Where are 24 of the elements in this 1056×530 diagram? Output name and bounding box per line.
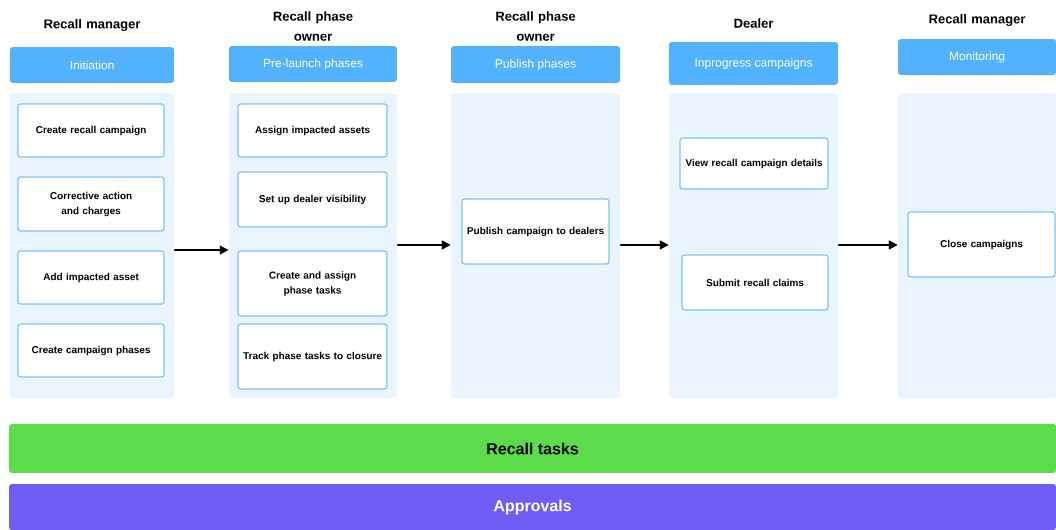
- phase-header: Initiation: [10, 47, 174, 83]
- task-box: Corrective action and charges: [17, 176, 165, 232]
- task-box: Create recall campaign: [17, 103, 165, 158]
- role-title: Recall phase owner: [273, 11, 353, 41]
- phase-header: Monitoring: [898, 39, 1056, 75]
- phase-header: Publish phases: [451, 46, 620, 83]
- band-bar: Approvals: [9, 484, 1056, 530]
- task-box: Set up dealer visibility: [237, 171, 388, 228]
- role-title: Dealer: [734, 18, 774, 28]
- task-box: Add impacted asset: [17, 250, 165, 305]
- task-box: Submit recall claims: [681, 254, 829, 311]
- task-box: Create campaign phases: [17, 323, 165, 378]
- task-box: View recall campaign details: [679, 137, 829, 190]
- phase-header: Inprogress campaigns: [669, 42, 838, 85]
- role-title: Recall phase owner: [496, 11, 576, 41]
- task-box: Track phase tasks to closure: [237, 323, 388, 390]
- role-title: Recall manager: [929, 13, 1026, 27]
- task-box: Create and assign phase tasks: [237, 250, 388, 317]
- task-box: Close campaigns: [907, 211, 1056, 278]
- role-title: Recall manager: [44, 18, 141, 32]
- task-box: Publish campaign to dealers: [461, 198, 610, 265]
- band-bar: Recall tasks: [9, 424, 1056, 473]
- task-box: Assign impacted assets: [237, 103, 388, 158]
- phase-header: Pre-launch phases: [229, 46, 397, 82]
